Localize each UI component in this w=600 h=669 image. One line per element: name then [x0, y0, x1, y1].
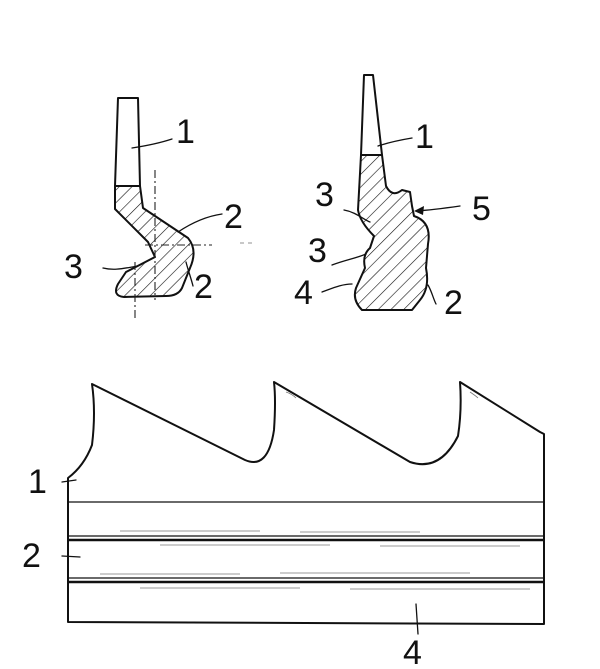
right-leader-4: [321, 283, 353, 293]
left-label-1: 1: [176, 113, 195, 151]
right-label-5: 5: [472, 190, 491, 228]
left-leader-2a: [177, 213, 223, 233]
right-leader-2: [427, 284, 437, 305]
blade-leader-2: [61, 555, 81, 558]
left-tooth-profile: 1 2 3 2: [64, 97, 252, 318]
blade-label-1: 1: [28, 463, 47, 501]
right-label-4: 4: [294, 274, 313, 312]
left-label-2-upper: 2: [224, 198, 243, 236]
blade-label-2: 2: [22, 537, 41, 575]
left-tip-section: [114, 97, 141, 187]
right-label-2: 2: [444, 284, 463, 322]
right-label-3-upper: 3: [315, 176, 334, 214]
right-label-1: 1: [415, 118, 434, 156]
blade-outline: [67, 381, 545, 625]
right-arrow-5: [414, 206, 424, 215]
left-label-2-lower: 2: [194, 268, 213, 306]
blade-leader-4: [415, 603, 419, 635]
right-leader-1: [377, 137, 413, 147]
left-label-3: 3: [64, 248, 83, 286]
saw-blade-strip: 1 2 4: [22, 381, 545, 669]
right-tooth-profile: 1 3 5 3 4 2: [294, 74, 491, 322]
left-hatched-section: [114, 185, 195, 298]
right-leader-3-upper: [343, 209, 371, 223]
left-leader-2b: [185, 261, 194, 287]
left-leader-3: [102, 265, 139, 270]
right-hatched-section: [353, 154, 430, 311]
left-leader-1: [131, 138, 173, 149]
right-leader-3-lower: [331, 253, 367, 266]
blade-leader-1: [61, 479, 77, 483]
blade-label-4: 4: [403, 634, 422, 669]
right-label-3-lower: 3: [308, 232, 327, 270]
right-tip-section: [360, 74, 383, 156]
